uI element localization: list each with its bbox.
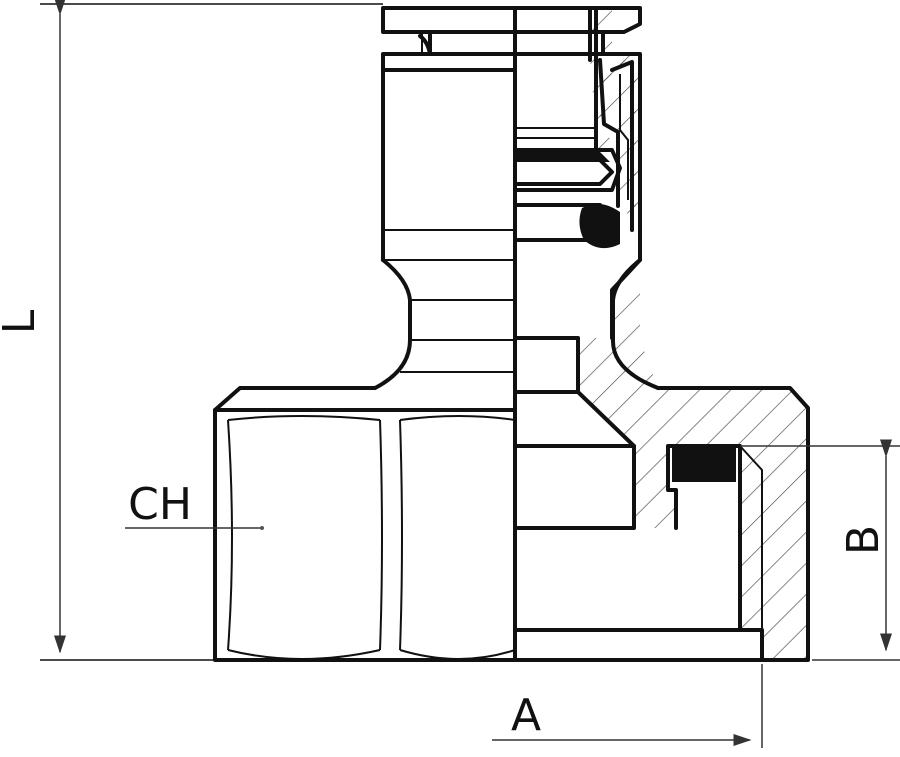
- dimension-A: A: [492, 664, 763, 748]
- dimension-B: B: [740, 439, 900, 661]
- waist-left: [373, 258, 412, 390]
- dimension-L: L: [0, 0, 383, 661]
- thin-lines: [227, 30, 763, 660]
- upper-thin-lines: [383, 229, 515, 261]
- hex-curve-top-left: [227, 415, 381, 421]
- collet-inner: [513, 158, 614, 186]
- collet-groove-1: [515, 127, 596, 139]
- hex-body: [213, 386, 810, 662]
- label-L: L: [0, 309, 45, 334]
- seals: [515, 152, 736, 482]
- label-B: B: [838, 525, 889, 555]
- dim-CH-point: [260, 526, 264, 530]
- spacer-ring: [513, 203, 602, 242]
- hex-curve-top-right: [399, 415, 516, 421]
- hex-curve-bot-left: [227, 649, 381, 660]
- release-collar: [381, 6, 642, 34]
- release-lip: [598, 58, 620, 208]
- o-ring-upper: [579, 203, 620, 249]
- waist-thin-lines: [400, 299, 515, 373]
- upper-body: [381, 52, 642, 262]
- label-A: A: [511, 690, 541, 741]
- collet-tube: [588, 8, 598, 152]
- thread-root: [738, 628, 764, 662]
- thread-lines: [739, 445, 763, 630]
- o-ring-lower: [672, 446, 736, 482]
- hex-curve-bot-right: [399, 649, 516, 660]
- label-CH: CH: [128, 479, 192, 530]
- collet-sleeve: [610, 60, 634, 232]
- hex-flat-mid-1: [379, 419, 383, 651]
- collet-ring: [515, 152, 610, 162]
- dimension-CH: CH: [125, 479, 264, 530]
- part-outline: [213, 6, 810, 662]
- hex-flat-left: [227, 419, 233, 651]
- hex-flat-mid-2: [399, 419, 403, 651]
- inner-bore-upper: [513, 336, 636, 530]
- body-inner-wall: [610, 258, 642, 340]
- sleeve-detail: [619, 74, 629, 200]
